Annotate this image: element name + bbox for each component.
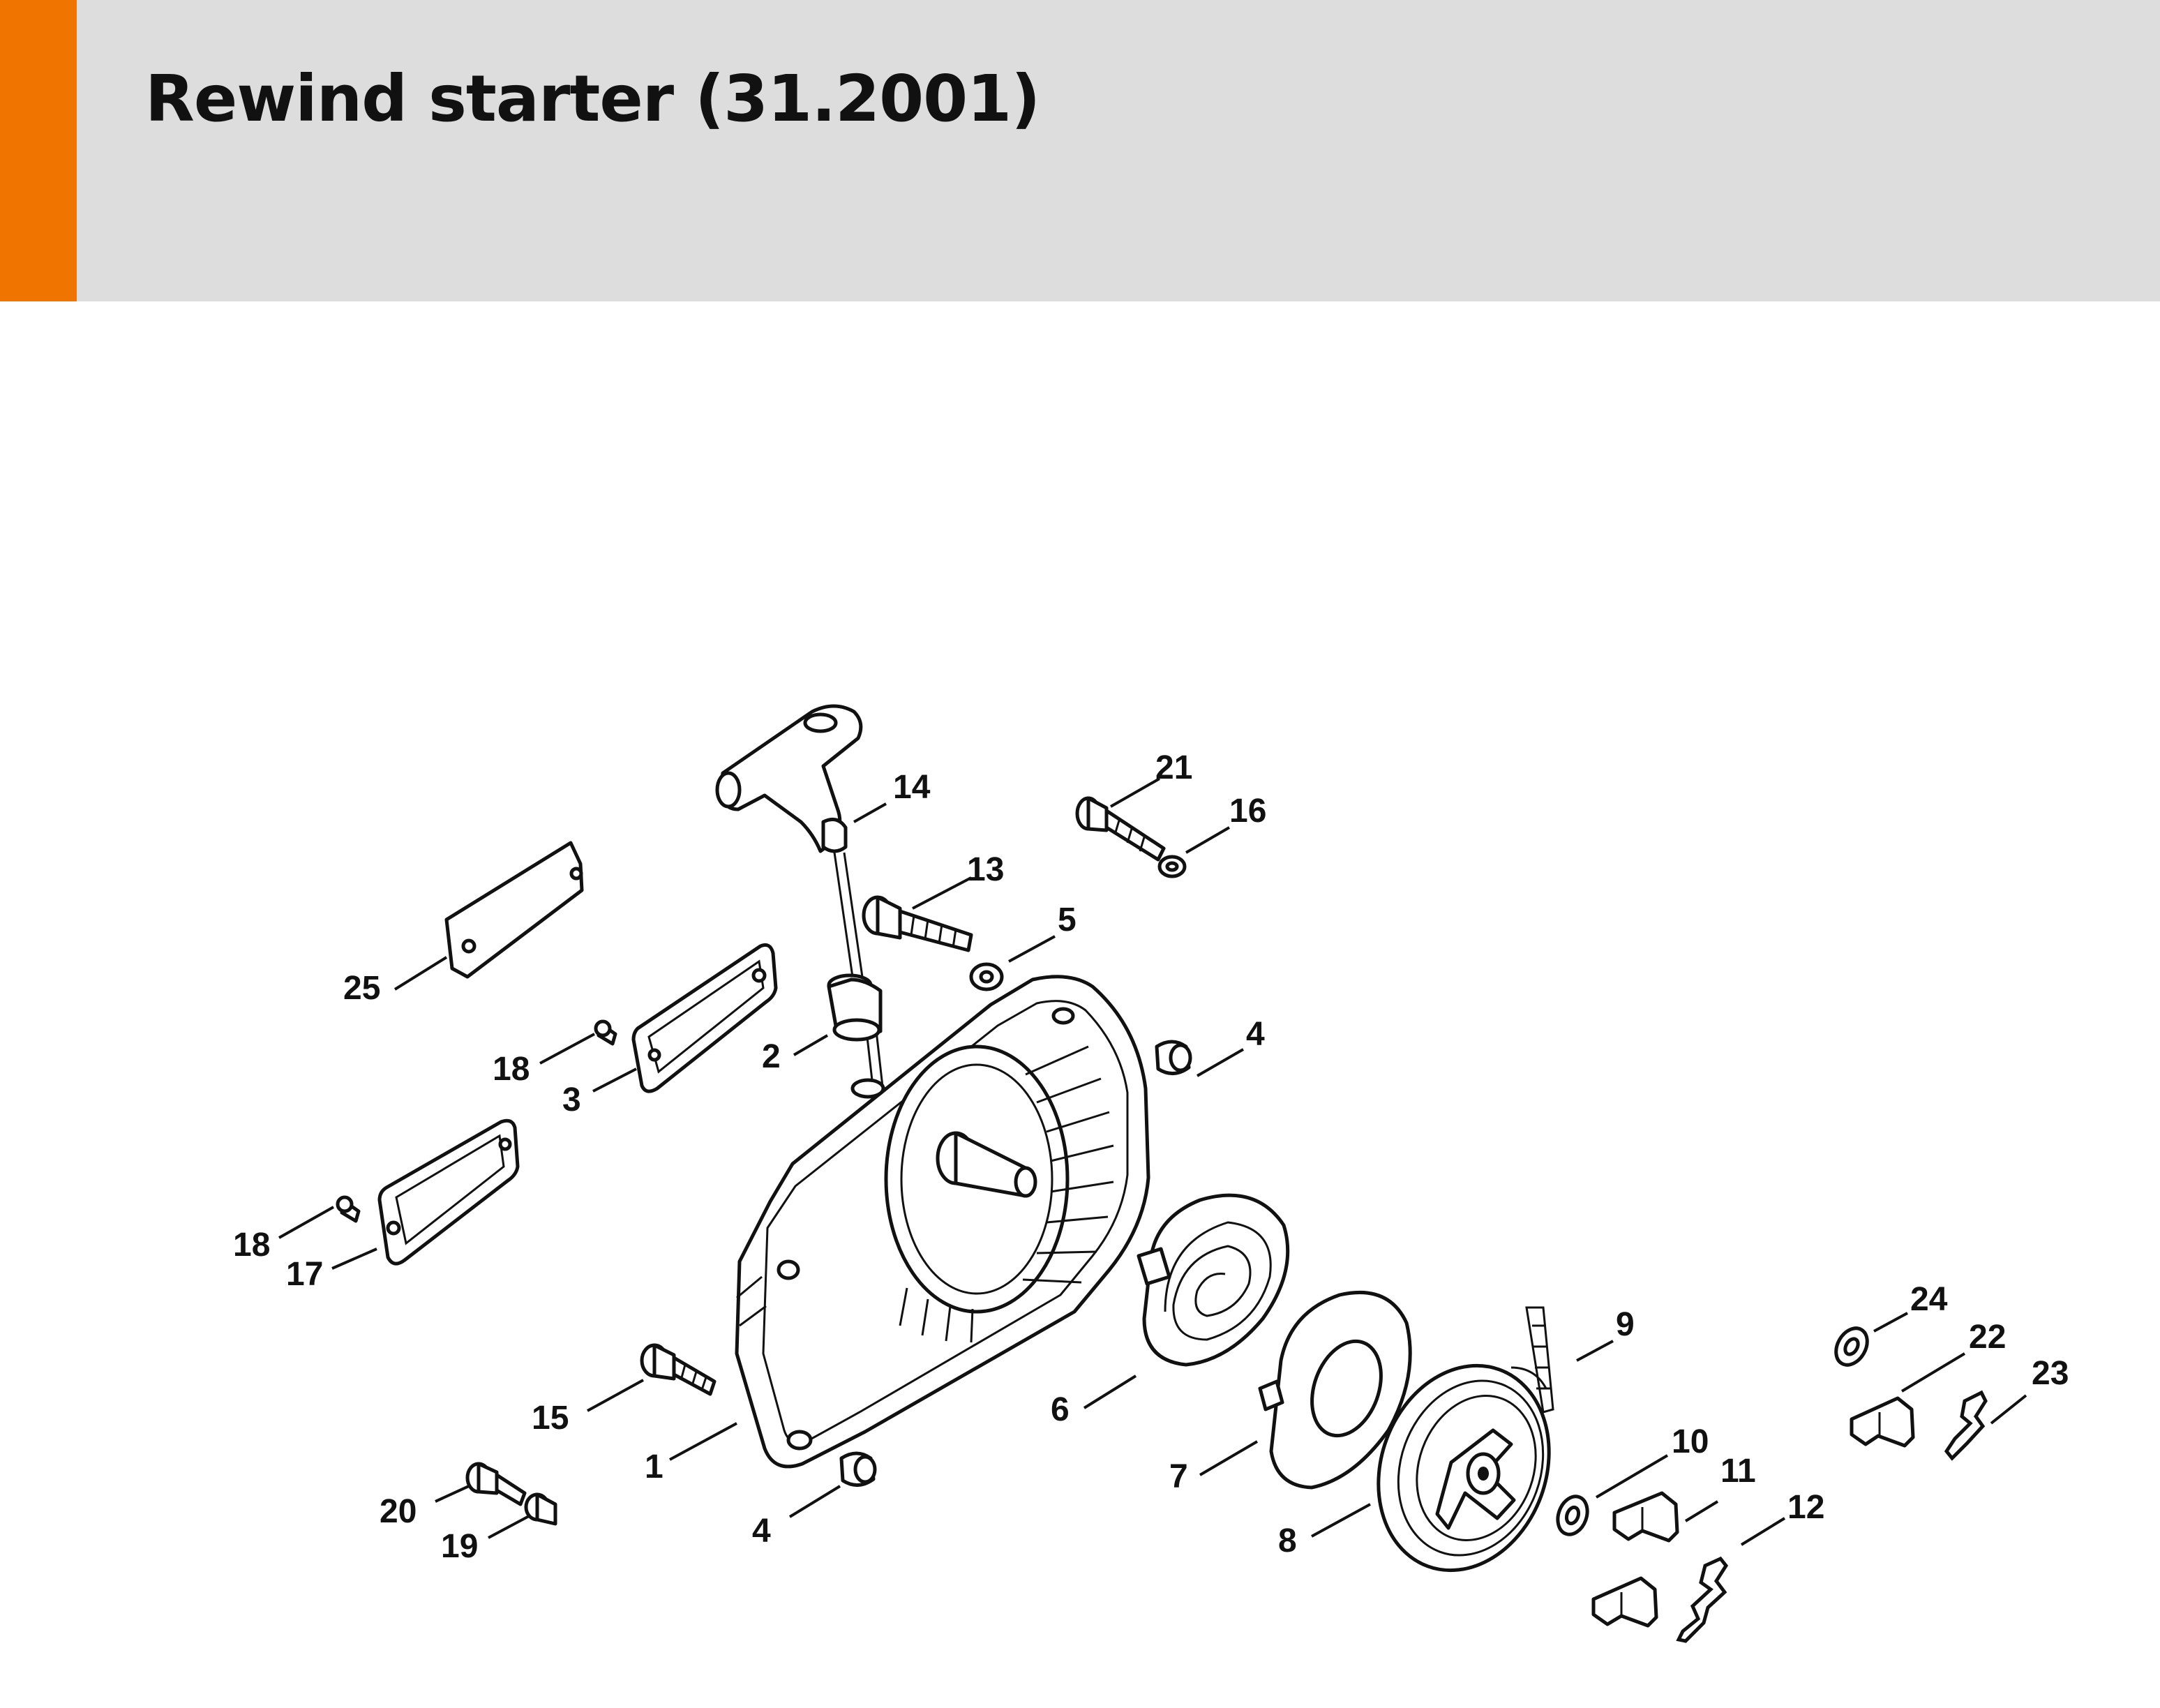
leader-12 [1740,1517,1786,1546]
part-19-screw [524,1492,557,1526]
callout-25: 25 [343,970,380,1007]
callout-24: 24 [1910,1281,1948,1318]
callout-18-upper: 18 [493,1051,530,1088]
callout-labels: 25 18 3 2 14 13 5 21 16 4 18 17 15 1 20 … [233,749,2069,1565]
part-18-screw-lower [336,1195,361,1223]
leader-23 [1990,1394,2027,1425]
callout-17: 17 [286,1256,323,1293]
leader-11 [1684,1500,1719,1522]
accent-stripe [0,0,77,301]
part-11-pawl [1612,1491,1679,1543]
callout-13: 13 [967,851,1004,888]
callout-19: 19 [441,1528,478,1565]
part-18-screw-upper [594,1019,617,1046]
leader-22 [1900,1352,1966,1393]
callout-22: 22 [1969,1319,2006,1356]
part-20-screw [465,1462,527,1506]
part-23-spring-clip [1944,1390,1988,1461]
leader-20 [435,1485,470,1503]
leader-5 [1008,935,1056,963]
leader-16 [1185,826,1231,854]
callout-4-upper: 4 [1246,1016,1265,1053]
callout-10: 10 [1672,1423,1709,1460]
callout-14: 14 [893,769,931,806]
callout-16: 16 [1229,793,1266,830]
callout-3: 3 [562,1081,581,1118]
leader-lines [278,777,2027,1546]
part-starter-rope [833,852,885,1093]
callout-20: 20 [380,1493,417,1530]
leader-10 [1595,1454,1669,1499]
leader-18-upper [539,1033,595,1065]
part-6-rewind-spring [1137,1193,1290,1367]
part-9-starter-rope-end [1525,1306,1554,1414]
part-17-plate [377,1118,520,1266]
callout-7: 7 [1169,1458,1188,1495]
part-21-screw [1075,796,1166,862]
leader-18-lower [278,1206,334,1239]
callout-8: 8 [1278,1522,1297,1559]
page-title: Rewind starter (31.2001) [145,61,1040,136]
leader-4-upper [1197,1048,1244,1077]
leader-24 [1873,1312,1908,1333]
callout-15: 15 [532,1400,569,1437]
part-3-plate [631,943,778,1093]
callout-5: 5 [1058,901,1077,938]
part-14-starter-grip [715,704,863,853]
part-24-washer [1834,1326,1869,1367]
callout-11: 11 [1720,1453,1756,1490]
leader-8 [1311,1503,1371,1538]
part-7-washer-plate [1258,1291,1412,1490]
leader-14 [853,802,887,823]
callout-12: 12 [1787,1489,1824,1526]
part-5-washer [969,962,1004,991]
leader-2 [793,1034,829,1056]
leader-21 [1110,777,1160,808]
callout-18-lower: 18 [233,1227,270,1264]
callout-21: 21 [1155,749,1192,786]
part-12-spring-clip [1676,1556,1729,1643]
callout-1: 1 [645,1448,663,1485]
leader-3 [592,1068,637,1093]
leader-9 [1576,1340,1614,1362]
callout-4-lower: 4 [752,1513,771,1550]
leader-1 [669,1422,737,1461]
leader-4-lower [788,1485,841,1518]
leader-17 [331,1248,377,1270]
leader-7 [1199,1440,1259,1476]
part-10-washer [1556,1494,1589,1536]
callout-9: 9 [1616,1306,1635,1343]
part-2-rope-guide [827,973,883,1042]
leader-25 [393,956,448,991]
part-22-pawl [1850,1396,1915,1448]
callout-6: 6 [1051,1391,1070,1428]
leader-13 [912,876,972,910]
callout-23: 23 [2032,1355,2069,1392]
part-4-bushing-lower [839,1451,877,1487]
part-15-screw [640,1343,717,1396]
part-4-bushing-upper [1155,1040,1192,1075]
header-bar [0,0,2160,301]
callout-2: 2 [762,1038,781,1075]
leader-6 [1083,1374,1137,1409]
part-25-cover-plate [444,841,584,979]
leader-15 [587,1379,644,1412]
part-8-rope-rotor [1377,1363,1551,1573]
part-13-shoulder-screw [862,895,973,952]
part-16-washer [1157,855,1187,878]
part-11-pawl-second [1591,1576,1658,1628]
leader-19 [488,1514,531,1539]
part-1-fan-housing [735,975,1150,1469]
